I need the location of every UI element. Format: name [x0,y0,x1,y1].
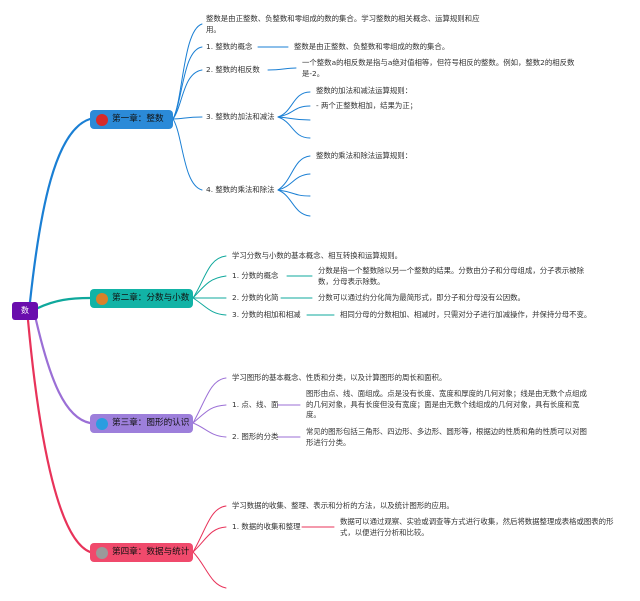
chapter-3-topic-1-desc: 图形由点、线、面组成。点是没有长度、宽度和厚度的几何对象；线是由无数个点组成的几… [306,389,587,419]
connector-ch1-topic2-desc [267,67,297,71]
chapter-2-topic-1[interactable]: 1. 分数的概念 [232,271,279,280]
connector-ch1-topic3-empty2 [277,116,311,139]
connector-ch1-topic3-desc2 [277,105,311,118]
chapter-3-status-dot [96,417,108,430]
connector-root-ch2 [36,296,92,310]
chapter-node-4[interactable]: 第四章：数据与统计 [90,543,193,562]
chapter-2-topic-2-desc: 分数可以通过约分化简为最简形式，即分子和分母没有公因数。 [318,293,525,302]
connector-root-ch1 [28,117,92,304]
connector-ch1-topic4-empty2 [277,189,311,197]
chapter-2-topic-3-desc: 相同分母的分数相加、相减时，只需对分子进行加减操作，并保持分母不变。 [340,310,592,319]
root-node[interactable]: 数 [12,302,38,320]
chapter-1-topic-3-desc: 整数的加法和减法运算规则： [316,86,413,95]
chapter-4-topic-1-desc: 数据可以通过观察、实验或调查等方式进行收集，然后将数据整理成表格或图表的形式，以… [340,517,614,537]
chapter-1-topic-1[interactable]: 1. 整数的概念 [206,42,253,51]
chapter-node-2[interactable]: 第二章：分数与小数 [90,289,193,308]
connector-ch3-intro [192,377,227,424]
chapter-1-topic-4[interactable]: 4. 整数的乘法和除法 [206,185,275,194]
connector-ch1-topic2 [172,69,203,120]
chapter-node-1[interactable]: 第一章：整数 [90,110,173,129]
chapter-2-topic-2[interactable]: 2. 分数的化简 [232,293,279,302]
chapter-2-intro: 学习分数与小数的基本概念、相互转换和运算规则。 [232,251,402,260]
connector-ch2-topic1 [192,275,227,299]
connector-ch1-topic4-desc [277,155,311,191]
chapter-3-topic-2[interactable]: 2. 图形的分类 [232,432,279,441]
connector-ch2-topic3 [192,297,227,316]
connector-ch4-intro [192,505,227,553]
chapter-1-status-dot [96,113,108,126]
connector-ch4-topic1 [192,526,227,553]
chapter-2-label: 第二章：分数与小数 [112,293,190,303]
connector-ch1-topic3-empty1 [277,116,311,121]
chapter-node-3[interactable]: 第三章：图形的认识 [90,414,193,433]
connector-ch1-topic4 [172,118,203,191]
connector-root-ch3 [34,318,92,425]
chapter-3-label: 第三章：图形的认识 [112,418,190,428]
connector-ch1-topic4-empty3 [277,189,311,217]
connector-ch4-empty [192,551,227,589]
chapter-3-topic-2-desc: 常见的图形包括三角形、四边形、多边形、圆形等，根据边的性质和角的性质可以对图形进… [306,427,587,447]
chapter-3-topic-1[interactable]: 1. 点、线、面 [232,400,279,409]
connector-ch3-topic2 [192,422,227,438]
chapter-1-topic-1-desc: 整数是由正整数、负整数和零组成的数的集合。 [294,42,450,51]
chapter-1-label: 第一章：整数 [112,114,164,124]
chapter-4-label: 第四章：数据与统计 [112,547,190,557]
chapter-1-topic-2[interactable]: 2. 整数的相反数 [206,65,260,74]
connector-ch1-topic1 [172,46,203,120]
chapter-1-intro: 整数是由正整数、负整数和零组成的数的集合。学习整数的相关概念、运算规则和应用。 [206,14,480,34]
connector-ch1-topic4-empty1 [277,173,311,191]
connector-ch1-topic3-desc1 [277,91,311,118]
chapter-1-topic-3-desc2: - 两个正整数相加，结果为正； [316,101,418,110]
chapter-4-topic-1[interactable]: 1. 数据的收集和整理 [232,522,301,531]
chapter-1-topic-2-desc: 一个整数a的相反数是指与a绝对值相等，但符号相反的整数。例如，整数2的相反数是-… [302,58,575,78]
chapter-3-intro: 学习图形的基本概念、性质和分类，以及计算图形的周长和面积。 [232,373,447,382]
chapter-2-status-dot [96,292,108,305]
chapter-1-topic-3[interactable]: 3. 整数的加法和减法 [206,112,275,121]
connector-root-ch4 [26,318,92,554]
connector-ch1-topic3 [172,116,203,120]
chapter-2-topic-3[interactable]: 3. 分数的相加和相减 [232,310,301,319]
chapter-4-status-dot [96,546,108,559]
connector-ch3-topic1 [192,404,227,424]
chapter-4-intro: 学习数据的收集、整理、表示和分析的方法，以及统计图形的应用。 [232,501,454,510]
chapter-2-topic-1-desc: 分数是指一个整数除以另一个整数的结果。分数由分子和分母组成，分子表示被除数，分母… [318,266,585,286]
connector-ch2-intro [192,255,227,299]
chapter-1-topic-4-desc: 整数的乘法和除法运算规则： [316,151,413,160]
